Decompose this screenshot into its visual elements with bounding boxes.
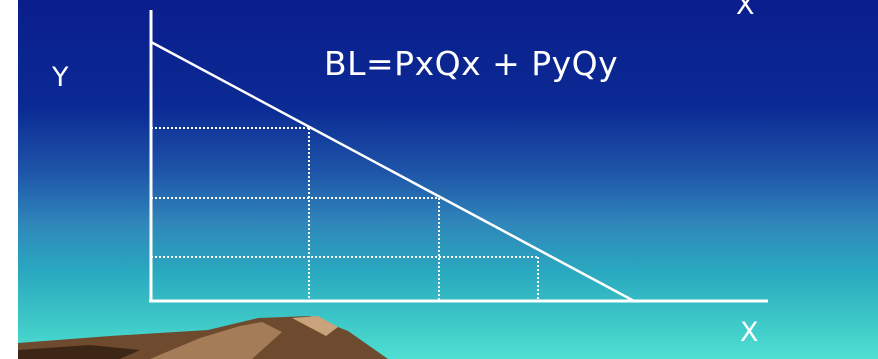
budget-line-formula: BL=PxQx + PyQy: [324, 44, 619, 83]
x-axis-label: X: [740, 317, 759, 348]
y-axis-label: Y: [52, 62, 69, 93]
gradient-background: [18, 0, 878, 359]
budget-line: [150, 40, 635, 303]
x-axis-label-top: X: [736, 0, 755, 21]
mountain-illustration: [18, 316, 388, 359]
